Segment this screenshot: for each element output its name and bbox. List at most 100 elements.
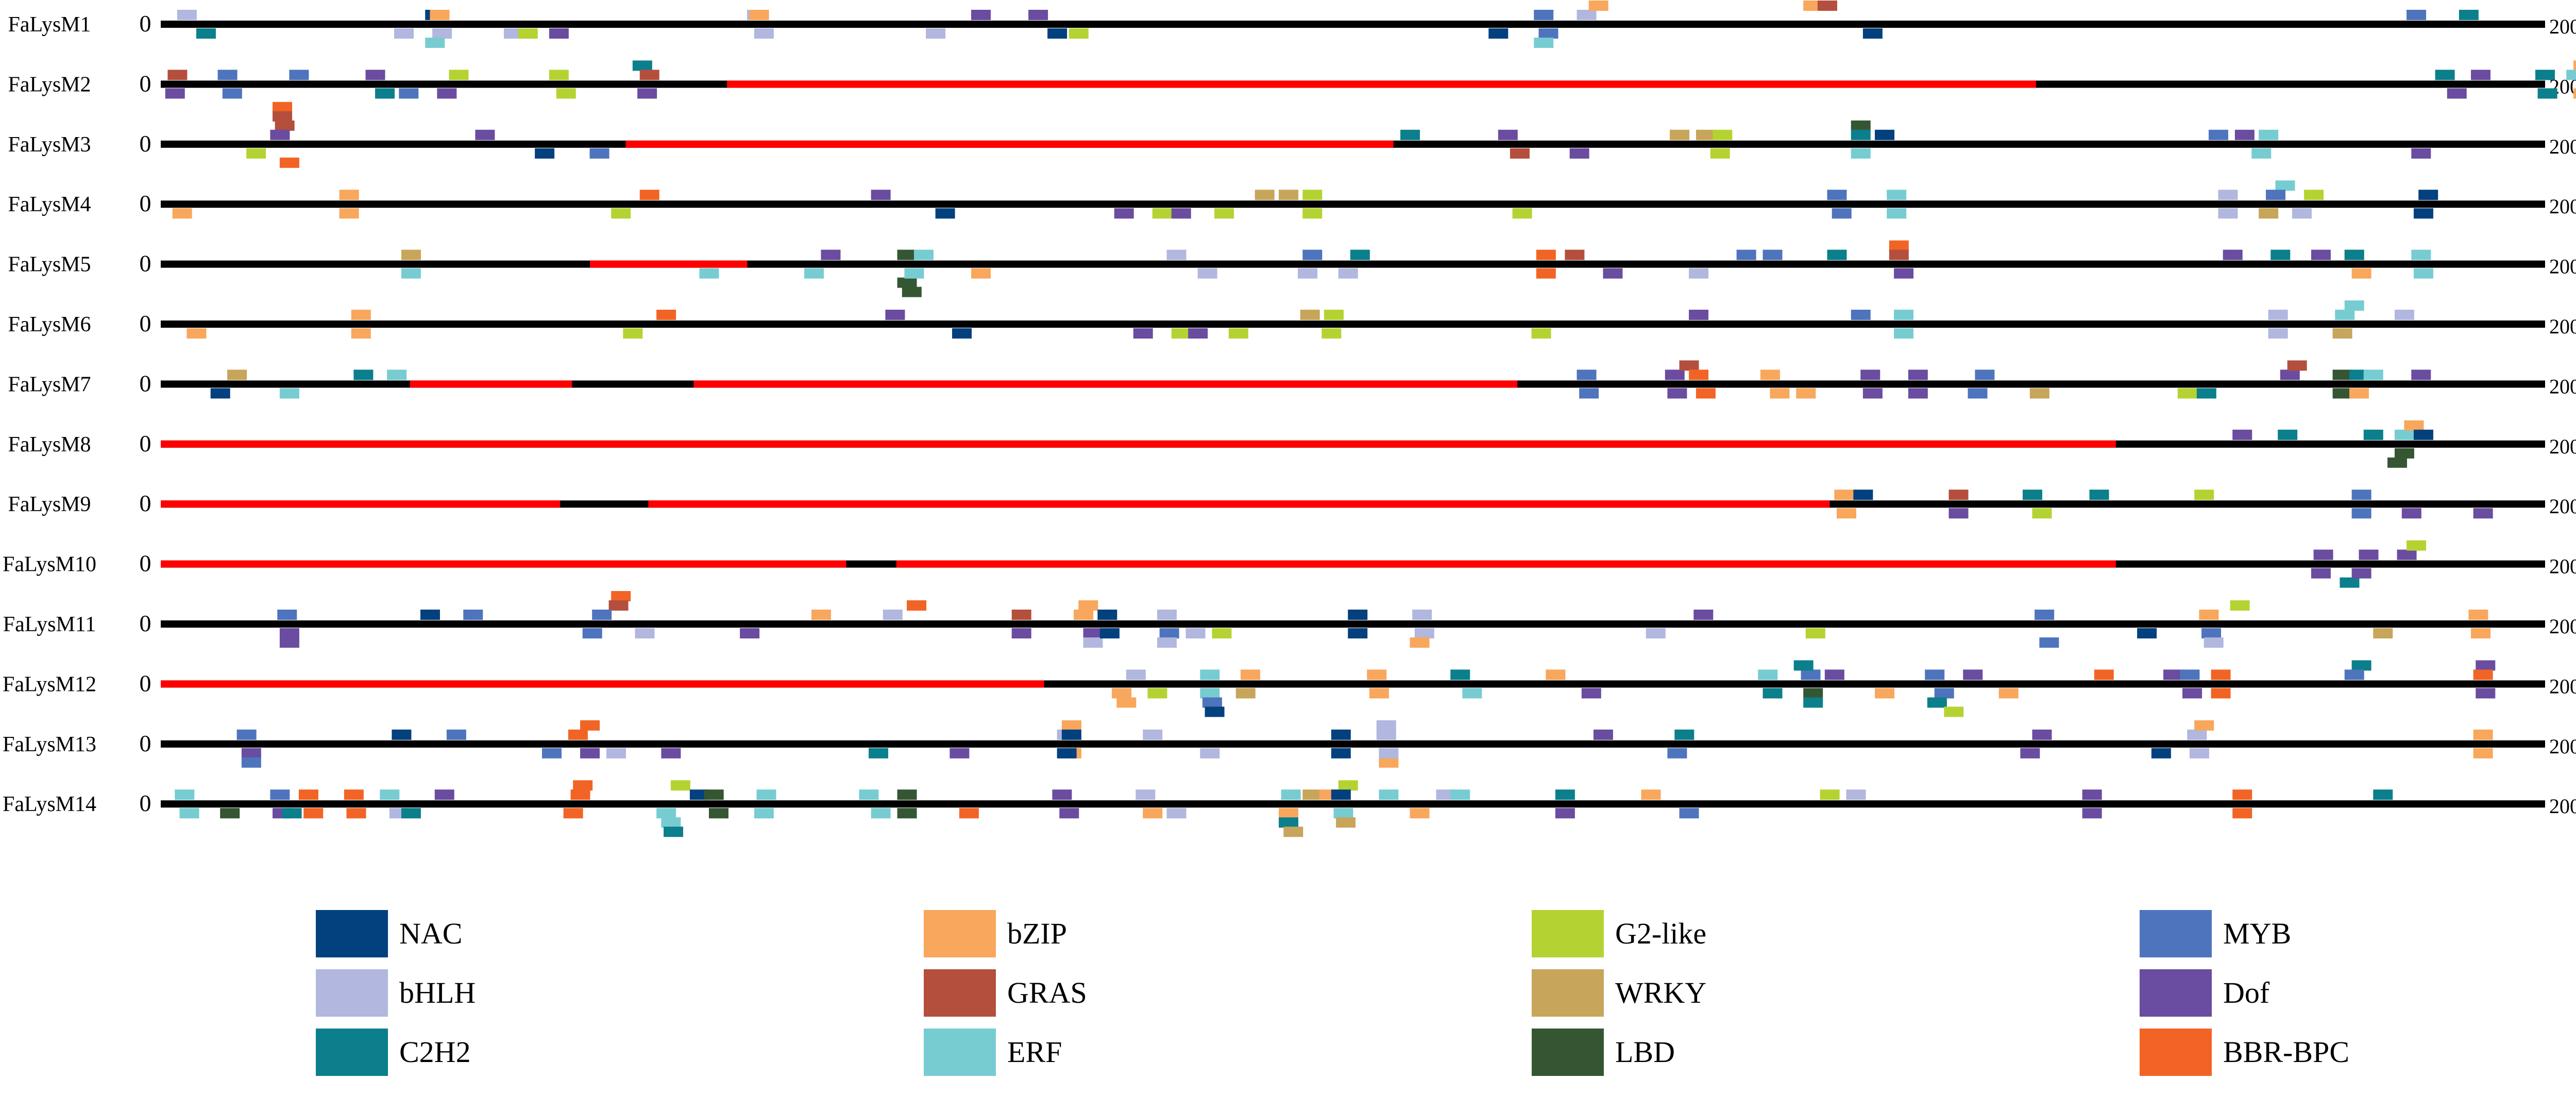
element-wrky-box	[1336, 817, 1356, 828]
element-nac-box	[2413, 429, 2433, 440]
element-lbd-box	[220, 808, 240, 819]
gene-row: FaLysM402000bp	[8, 180, 2576, 219]
element-wrky-box	[2332, 328, 2352, 339]
legend-item: Dof	[2140, 969, 2270, 1017]
element-dof-box	[1498, 129, 1518, 140]
highlighted-region	[896, 560, 2116, 568]
legend-swatch	[924, 969, 996, 1017]
end-label: 2000bp	[2549, 255, 2576, 278]
element-myb-box	[463, 610, 483, 620]
legend-swatch	[1532, 910, 1604, 957]
element-erf-box	[699, 268, 719, 279]
legend-swatch	[2140, 1029, 2212, 1076]
element-erf-box	[279, 388, 299, 399]
element-bhlh-box	[1338, 268, 1358, 279]
element-myb-box	[1934, 688, 1954, 699]
start-label: 0	[140, 130, 151, 157]
element-dof-box	[1171, 208, 1191, 219]
element-c2h2-box	[2435, 70, 2455, 80]
end-label: 2000bp	[2549, 375, 2576, 398]
element-gras-box	[1510, 148, 1530, 159]
element-bhlh-box	[1083, 637, 1103, 648]
element-bhlh-box	[394, 28, 414, 39]
element-dof-box	[2401, 508, 2421, 519]
element-dof-box	[2359, 549, 2379, 560]
element-lbd-box	[897, 277, 917, 288]
element-erf-box	[425, 38, 445, 48]
element-erf-box	[2566, 70, 2576, 80]
element-bzip-box	[1143, 808, 1163, 819]
element-myb-box	[1159, 628, 1179, 638]
element-bzip-box	[351, 310, 371, 320]
element-bbr-bpc-box	[2211, 688, 2231, 699]
element-bzip-box	[2351, 268, 2371, 279]
element-nac-box	[1862, 28, 1883, 39]
element-dof-box	[2313, 549, 2333, 560]
element-bzip-box	[2473, 729, 2493, 740]
element-dof-box	[2234, 129, 2255, 140]
element-erf-box	[1851, 148, 1871, 159]
element-bhlh-box	[2187, 729, 2207, 740]
element-bzip-box	[2404, 420, 2424, 431]
element-g2-like-box	[1820, 789, 1840, 800]
element-bbr-bpc-box	[1536, 249, 1556, 260]
element-dof-box	[871, 190, 891, 200]
gene-row: FaLysM1102000bp	[3, 591, 2576, 648]
element-erf-box	[804, 268, 824, 279]
highlighted-region	[161, 560, 846, 568]
element-c2h2-box	[2089, 490, 2109, 500]
element-c2h2-box	[2022, 490, 2042, 500]
legend-item: MYB	[2140, 910, 2291, 957]
start-label: 0	[140, 670, 151, 696]
element-dof-box	[2311, 568, 2331, 579]
promoter-line	[161, 21, 2545, 28]
element-bbr-bpc-box	[1889, 240, 1909, 251]
element-nac-box	[1099, 628, 1120, 638]
promoter-line	[161, 260, 2545, 268]
element-bzip-box	[2349, 388, 2369, 399]
element-c2h2-box	[353, 369, 374, 380]
gene-name: FaLysM3	[8, 133, 91, 157]
element-c2h2-box	[2535, 70, 2555, 80]
gene-name: FaLysM1	[8, 13, 91, 37]
element-c2h2-box	[1851, 129, 1871, 140]
promoter-line	[161, 620, 2545, 628]
element-dof-box	[2280, 369, 2300, 380]
gene-row: FaLysM802000bp	[8, 420, 2576, 468]
gene-name: FaLysM2	[8, 73, 91, 96]
element-dof-box	[2447, 88, 2467, 99]
element-erf-box	[2251, 148, 2272, 159]
element-wrky-box	[1255, 190, 1275, 200]
legend-label: Dof	[2223, 976, 2270, 1009]
end-label: 2000bp	[2549, 435, 2576, 458]
element-g2-like-box	[670, 780, 690, 791]
element-bhlh-box	[1126, 669, 1146, 680]
legend-label: bHLH	[399, 976, 476, 1009]
element-g2-like-box	[1152, 208, 1172, 219]
element-erf-box	[1894, 310, 1914, 320]
element-dof-box	[950, 748, 970, 759]
element-bzip-box	[1546, 669, 1566, 680]
legend-label: ERF	[1007, 1035, 1062, 1069]
element-bbr-bpc-box	[907, 600, 927, 611]
element-erf-box	[2363, 369, 2383, 380]
element-gras-box	[1817, 1, 1837, 11]
element-gras-box	[275, 120, 295, 131]
element-erf-box	[2344, 300, 2364, 311]
element-dof-box	[661, 748, 681, 759]
element-dof-box	[1569, 148, 1589, 159]
element-dof-box	[1133, 328, 1153, 339]
element-bbr-bpc-box	[279, 157, 299, 168]
element-c2h2-box	[1350, 249, 1370, 260]
legend-swatch	[316, 1029, 388, 1076]
element-bzip-box	[1279, 808, 1299, 819]
element-bhlh-box	[2218, 208, 2238, 219]
element-erf-box	[380, 789, 400, 800]
element-c2h2-box	[196, 28, 216, 39]
element-bzip-box	[1410, 637, 1430, 648]
element-bzip-box	[811, 610, 831, 620]
element-bhlh-box	[1412, 610, 1432, 620]
legend-label: GRAS	[1007, 976, 1087, 1009]
